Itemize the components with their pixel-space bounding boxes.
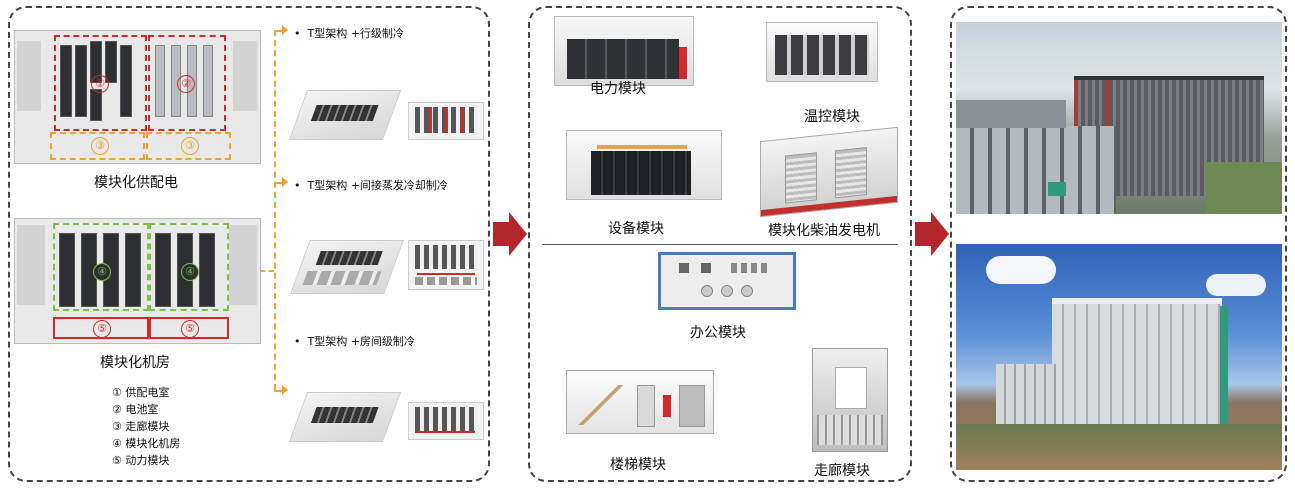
room-cooling-3d-view xyxy=(288,392,402,442)
option-row-evaporative: • T型架构 +间接蒸发冷却制冷 xyxy=(294,179,448,192)
data-center-building-photo xyxy=(956,244,1282,470)
legend-item: ⑤ 动力模块 xyxy=(112,454,170,467)
stair-module-image xyxy=(566,370,714,434)
option-row-cooling: • T型架构 +行级制冷 xyxy=(294,27,404,40)
temperature-module-image xyxy=(766,22,878,82)
equipment-module-image xyxy=(566,130,722,200)
middle-panel: 电力模块 温控模块 设备模块 模块化柴油发电机 办公模块 楼梯模块 xyxy=(528,6,912,482)
data-center-aerial-photo xyxy=(956,22,1282,214)
office-module-image xyxy=(658,252,796,310)
zone-power-module-1 xyxy=(53,317,149,339)
zone-label: ③ xyxy=(181,137,199,155)
power-module-image xyxy=(554,16,694,86)
right-arrow-icon xyxy=(493,212,527,256)
stair-module-label: 楼梯模块 xyxy=(610,457,666,473)
zone-power-module-2 xyxy=(149,317,229,339)
zone-label: ② xyxy=(177,75,195,93)
zone-machine-room-1 xyxy=(53,223,149,311)
zone-corridor-1 xyxy=(50,132,145,160)
plan2-title: 模块化机房 xyxy=(100,355,170,371)
section-divider xyxy=(542,244,898,245)
office-module-label: 办公模块 xyxy=(690,325,746,341)
legend-item: ② 电池室 xyxy=(112,403,159,416)
zone-label: ③ xyxy=(91,137,109,155)
zone-label: ④ xyxy=(93,263,111,281)
temperature-module-label: 温控模块 xyxy=(804,109,860,125)
zone-label: ① xyxy=(91,75,109,93)
evaporative-cooling-3d-view xyxy=(290,240,404,294)
legend-item: ③ 走廊模块 xyxy=(112,420,170,433)
corridor-module-label: 走廊模块 xyxy=(814,463,870,479)
legend-item: ① 供配电室 xyxy=(112,386,170,399)
zone-power-room xyxy=(54,35,147,131)
power-module-label: 电力模块 xyxy=(590,81,646,97)
zone-corridor-2 xyxy=(146,132,231,160)
zone-label: ⑤ xyxy=(93,320,111,338)
row-cooling-3d-view xyxy=(288,90,402,140)
legend-item: ④ 模块化机房 xyxy=(112,437,181,450)
evaporative-cooling-front-view xyxy=(408,240,484,290)
plan1-title: 模块化供配电 xyxy=(94,175,178,191)
room-cooling-front-view xyxy=(408,402,484,440)
right-panel xyxy=(950,6,1287,482)
equipment-module-label: 设备模块 xyxy=(608,221,664,237)
zone-label: ④ xyxy=(181,263,199,281)
power-distribution-floorplan: ① ② ③ ③ xyxy=(14,30,261,164)
diesel-generator-label: 模块化柴油发电机 xyxy=(768,223,880,239)
left-panel: ① ② ③ ③ 模块化供配电 ④ ④ ⑤ ⑤ 模块化机房 ① 供配电室 ② 电池… xyxy=(8,6,490,482)
row-cooling-front-view xyxy=(408,102,484,140)
option-room-cooling: • T型架构 +房间级制冷 xyxy=(294,335,415,348)
zone-battery-room xyxy=(148,35,226,131)
machine-room-floorplan: ④ ④ ⑤ ⑤ xyxy=(14,218,261,344)
right-arrow-icon xyxy=(915,212,949,256)
zone-machine-room-2 xyxy=(149,223,229,311)
corridor-module-image xyxy=(812,348,888,452)
zone-label: ⑤ xyxy=(181,320,199,338)
diesel-generator-image xyxy=(760,126,898,218)
